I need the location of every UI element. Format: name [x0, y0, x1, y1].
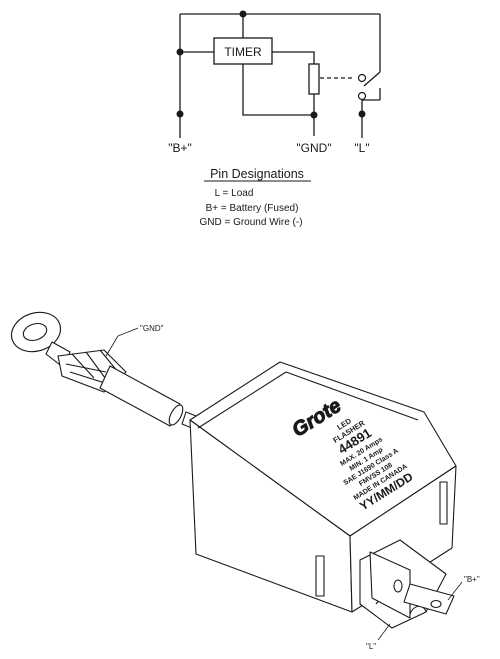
- callouts: [105, 327, 463, 641]
- pin-designations-title: Pin Designations: [210, 167, 304, 181]
- flasher-bevel: [197, 371, 419, 429]
- callout-leader-gnd: [105, 335, 119, 357]
- switch-contacts: [357, 73, 367, 101]
- callout-gnd: "GND": [140, 324, 164, 333]
- right-side-vent: [439, 481, 448, 525]
- switch-arm: [363, 71, 381, 87]
- terminal-label-l: "L": [354, 141, 369, 155]
- node-dot: [176, 48, 184, 56]
- pin-designations: Pin Designations L = Load B+ = Battery (…: [199, 167, 311, 228]
- callout-leader-l: [377, 623, 391, 641]
- pin-designation-line: B+ = Battery (Fused): [206, 203, 299, 214]
- callout-bplus: "B+": [464, 575, 480, 584]
- callout-leader-gnd: [117, 327, 139, 337]
- timer-box: [213, 37, 273, 65]
- node-dot: [358, 110, 366, 118]
- schematic: [179, 13, 381, 138]
- pin-designation-line: GND = Ground Wire (-): [199, 217, 302, 228]
- gnd-cable: [99, 365, 184, 427]
- resistor: [308, 63, 320, 95]
- l-terminal-blade: [369, 551, 411, 619]
- ring-terminal-hole: [22, 322, 48, 342]
- timer-label: TIMER: [224, 45, 262, 59]
- callout-leader-bplus: [447, 581, 463, 601]
- device-illustration: [10, 311, 457, 629]
- node-dot: [310, 111, 318, 119]
- connector-ridge: [65, 363, 109, 385]
- callout-l: "L": [366, 642, 376, 651]
- cable-end: [168, 404, 184, 426]
- cable-body: [99, 365, 181, 427]
- terminal-label-bplus: "B+": [168, 141, 192, 155]
- pin-designation-line: L = Load: [215, 188, 254, 199]
- left-side-vent: [315, 555, 325, 597]
- bplus-terminal-tab: [403, 583, 455, 615]
- node-dot: [176, 110, 184, 118]
- l-terminal-hole: [393, 579, 403, 593]
- switch-contact: [357, 73, 367, 83]
- terminal-label-gnd: "GND": [296, 141, 331, 155]
- schematic-nodes: [176, 10, 366, 119]
- node-dot: [239, 10, 247, 18]
- bplus-terminal-hole: [430, 599, 442, 609]
- schematic-timer-gnd: [242, 64, 314, 116]
- schematic-timer-output: [272, 51, 315, 64]
- switch-contact: [357, 91, 367, 101]
